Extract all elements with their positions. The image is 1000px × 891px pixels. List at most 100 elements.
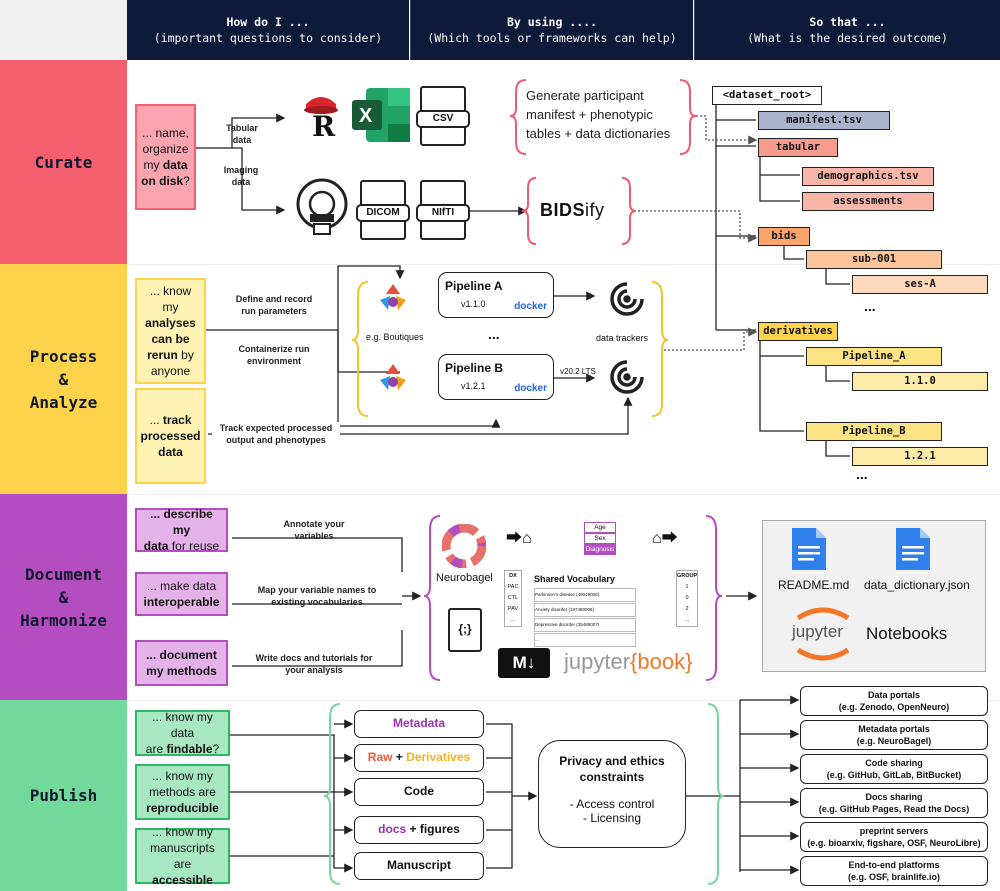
publish-q1-part3: findable: [166, 742, 213, 756]
dx-header: DX: [509, 573, 517, 579]
document-q1-part1: ... describe my: [150, 507, 213, 537]
output-preprint-servers: preprint servers (e.g. bioarxiv, figshar…: [800, 822, 988, 852]
docker-logo-a: docker: [514, 301, 547, 312]
process-label-line1: Process: [29, 346, 98, 366]
csv-file-icon: CSV: [416, 86, 470, 146]
output-end-to-end: End-to-end platforms (e.g. OSF, brainlif…: [800, 856, 988, 886]
tree-derivatives: derivatives: [758, 322, 838, 341]
home-link-icon-right: ⌂⮕: [652, 530, 678, 547]
output-docs-sharing-title: Docs sharing: [865, 792, 923, 802]
publish-label: Publish: [29, 786, 98, 805]
home-link-icon-left: ⮕⌂: [506, 530, 532, 547]
output-code-sharing: Code sharing (e.g. GitHub, GitLab, BitBu…: [800, 754, 988, 784]
output-metadata-portals: Metadata portals (e.g. NeuroBagel): [800, 720, 988, 750]
header-how-sub: (important questions to consider): [153, 31, 383, 45]
jupyter-book-logo: jupyter{book}: [564, 648, 692, 676]
header-corner: [0, 0, 127, 60]
imaging-data-label: Imaging data: [223, 165, 259, 187]
band-curate: [127, 60, 1000, 264]
process-q2-part4: data: [158, 445, 183, 459]
jupyter-logo: jupyter: [788, 604, 858, 666]
readme-file-icon: [792, 528, 826, 570]
vocab-terms: Parkinson's disease (49049000) Anxiety d…: [534, 588, 636, 647]
dx-code-4: ...: [510, 617, 516, 623]
tree-version-a: 1.1.0: [852, 372, 988, 391]
header-col-how: How do I ... (important questions to con…: [127, 0, 409, 60]
process-q1-part4: rerun: [147, 348, 178, 362]
tree-sub: sub-001: [806, 250, 942, 269]
pipeline-a-version: v1.1.0: [461, 299, 486, 309]
vocab-term-2: Anxiety disorder (197480006): [534, 603, 636, 617]
document-label-line3: Harmonize: [20, 610, 107, 630]
pipeline-a-box: Pipeline A v1.1.0 docker: [438, 272, 554, 318]
code-box: Code: [354, 778, 484, 806]
document-label-line2: &: [58, 587, 69, 607]
publish-q1-part1: ... know my data: [152, 710, 213, 740]
boutiques-icon-b: [374, 360, 412, 398]
output-preprint-servers-sub: (e.g. bioarxiv, figshare, OSF, NeuroLibr…: [807, 838, 981, 848]
process-label-line2: &: [58, 369, 69, 389]
data-dictionary-label: data_dictionary.json: [864, 578, 970, 592]
process-q1-part5: by: [177, 348, 194, 362]
output-end-to-end-title: End-to-end platforms: [848, 860, 940, 870]
side-label-curate: Curate: [0, 60, 127, 264]
generate-text: Generate participant manifest + phenotyp…: [526, 88, 671, 141]
privacy-box: Privacy and ethics constraints - Access …: [538, 740, 686, 848]
jupyter-book-main: jupyter: [564, 649, 631, 674]
curate-label: Curate: [34, 152, 93, 172]
tree-root: <dataset_root>: [712, 86, 822, 105]
code-label: Code: [404, 784, 434, 798]
data-tracker-icon-a: [608, 280, 646, 318]
output-data-portals: Data portals (e.g. Zenodo, OpenNeuro): [800, 686, 988, 716]
readme-label: README.md: [778, 578, 850, 592]
bids-logo-main: BIDS: [540, 200, 586, 220]
document-label-line1: Document: [24, 564, 103, 584]
output-end-to-end-sub: (e.g. OSF, brainlife.io): [847, 872, 940, 882]
output-code-sharing-sub: (e.g. GitHub, GitLab, BitBucket): [826, 770, 962, 780]
publish-q3-part3: accessible: [152, 873, 213, 887]
publish-q2-part2: methods are: [149, 785, 216, 799]
r-logo-letter: R: [312, 110, 336, 140]
group-code-4: ...: [684, 617, 690, 623]
containerize-label: Containerize run environment: [238, 344, 310, 366]
header-col-using: By using .... (Which tools or frameworks…: [410, 0, 693, 60]
excel-icon-letter: X: [359, 105, 373, 127]
docs-plus: +: [406, 822, 420, 836]
header-using-sub: (Which tools or frameworks can help): [427, 31, 677, 45]
jupyter-book-suffix: {book}: [630, 649, 693, 674]
pipeline-b-version: v1.2.1: [461, 381, 486, 391]
write-docs-label: Write docs and tutorials for your analys…: [255, 653, 373, 675]
curate-q-part2: organize: [142, 142, 189, 156]
tree-bids: bids: [758, 227, 810, 246]
document-outputs-box: [762, 520, 986, 672]
dx-column: DX PAC CTL PAV ...: [504, 570, 522, 627]
process-q2-part2: track: [162, 413, 192, 427]
publish-question-accessible: ... know my manuscripts are accessible: [135, 825, 230, 887]
tree-ellipsis-1: ...: [864, 298, 876, 314]
publish-q3-part2: manuscripts are: [150, 841, 215, 871]
publish-question-reproducible: ... know my methods are reproducible: [135, 764, 230, 820]
raw-derivatives-box: Raw + Derivatives: [354, 744, 484, 772]
pipeline-b-box: Pipeline B v1.2.1 docker: [438, 354, 554, 400]
docs-label: docs: [378, 822, 407, 836]
notebooks-label: Notebooks: [866, 624, 948, 643]
dx-code-2: CTL: [507, 595, 519, 601]
tree-version-b: 1.2.1: [852, 447, 988, 466]
track-output-label: Track expected processed output and phen…: [212, 422, 340, 446]
group-header: GROUP: [677, 573, 698, 579]
markdown-icon: M↓: [498, 648, 550, 678]
docker-logo-b: docker: [514, 383, 547, 394]
figures-label: figures: [419, 822, 460, 836]
document-q2-part1: ... make data: [146, 579, 217, 593]
derivatives-label: Derivatives: [406, 750, 471, 764]
boutiques-label: e.g. Boutiques: [366, 332, 424, 342]
process-q2-part3: processed: [140, 429, 201, 443]
tree-demographics: demographics.tsv: [802, 167, 934, 186]
process-question-track: ... track processed data: [135, 388, 206, 484]
vocab-term-1: Parkinson's disease (49049000): [534, 588, 636, 602]
publish-q1-part4: ?: [212, 742, 220, 756]
docs-figures-box: docs + figures: [354, 816, 484, 844]
dicom-file-icon: DICOM: [356, 180, 410, 240]
excel-icon: X: [350, 86, 412, 144]
